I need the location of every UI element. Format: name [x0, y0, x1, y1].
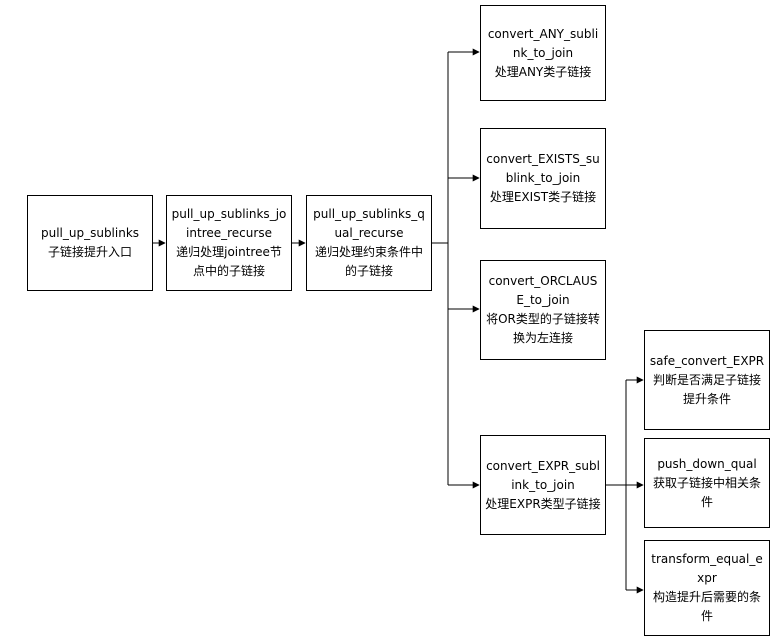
node-convert-orclause: convert_ORCLAUSE_to_join 将OR类型的子链接转换为左连接 — [480, 260, 606, 360]
node-func-name: push_down_qual — [657, 456, 757, 471]
node-func-name: pull_up_sublinks — [40, 226, 140, 240]
node-func-name: safe_convert_EXPR — [649, 353, 765, 368]
node-func-name: pull_up_sublinks_jointree_recurse — [171, 207, 287, 240]
node-description: 获取子链接中相关条件 — [652, 475, 761, 509]
node-func-name: convert_ORCLAUSE_to_join — [488, 274, 598, 307]
node-func-name: pull_up_sublinks_qual_recurse — [313, 207, 425, 240]
node-pull-up-sublinks: pull_up_sublinks 子链接提升入口 — [27, 195, 153, 291]
node-func-name: transform_equal_expr — [651, 552, 763, 585]
node-safe-convert-expr: safe_convert_EXPR 判断是否满足子链接提升条件 — [644, 330, 770, 430]
node-description: 子链接提升入口 — [47, 245, 132, 259]
node-description: 处理EXPR类型子链接 — [485, 496, 601, 511]
node-description: 判断是否满足子链接提升条件 — [652, 372, 761, 406]
node-transform-equal-expr: transform_equal_expr 构造提升后需要的条件 — [644, 540, 770, 636]
node-convert-exists: convert_EXISTS_sublink_to_join 处理EXIST类子链… — [480, 128, 606, 229]
node-func-name: convert_EXPR_sublink_to_join — [486, 458, 600, 492]
node-description: 构造提升后需要的条件 — [652, 590, 761, 623]
node-jointree-recurse: pull_up_sublinks_jointree_recurse 递归处理joi… — [166, 195, 292, 291]
node-convert-any: convert_ANY_sublink_to_join 处理ANY类子链接 — [480, 5, 606, 101]
node-func-name: convert_EXISTS_sublink_to_join — [486, 152, 600, 185]
node-qual-recurse: pull_up_sublinks_qual_recurse 递归处理约束条件中的子… — [306, 195, 432, 291]
node-func-name: convert_ANY_sublink_to_join — [487, 26, 599, 60]
node-push-down-qual: push_down_qual 获取子链接中相关条件 — [644, 438, 770, 528]
node-description: 处理EXIST类子链接 — [489, 190, 597, 204]
node-convert-expr: convert_EXPR_sublink_to_join 处理EXPR类型子链接 — [480, 435, 606, 535]
node-description: 递归处理jointree节点中的子链接 — [176, 245, 282, 278]
node-description: 将OR类型的子链接转换为左连接 — [486, 312, 600, 345]
node-description: 递归处理约束条件中的子链接 — [314, 245, 423, 278]
node-description: 处理ANY类子链接 — [494, 64, 592, 79]
